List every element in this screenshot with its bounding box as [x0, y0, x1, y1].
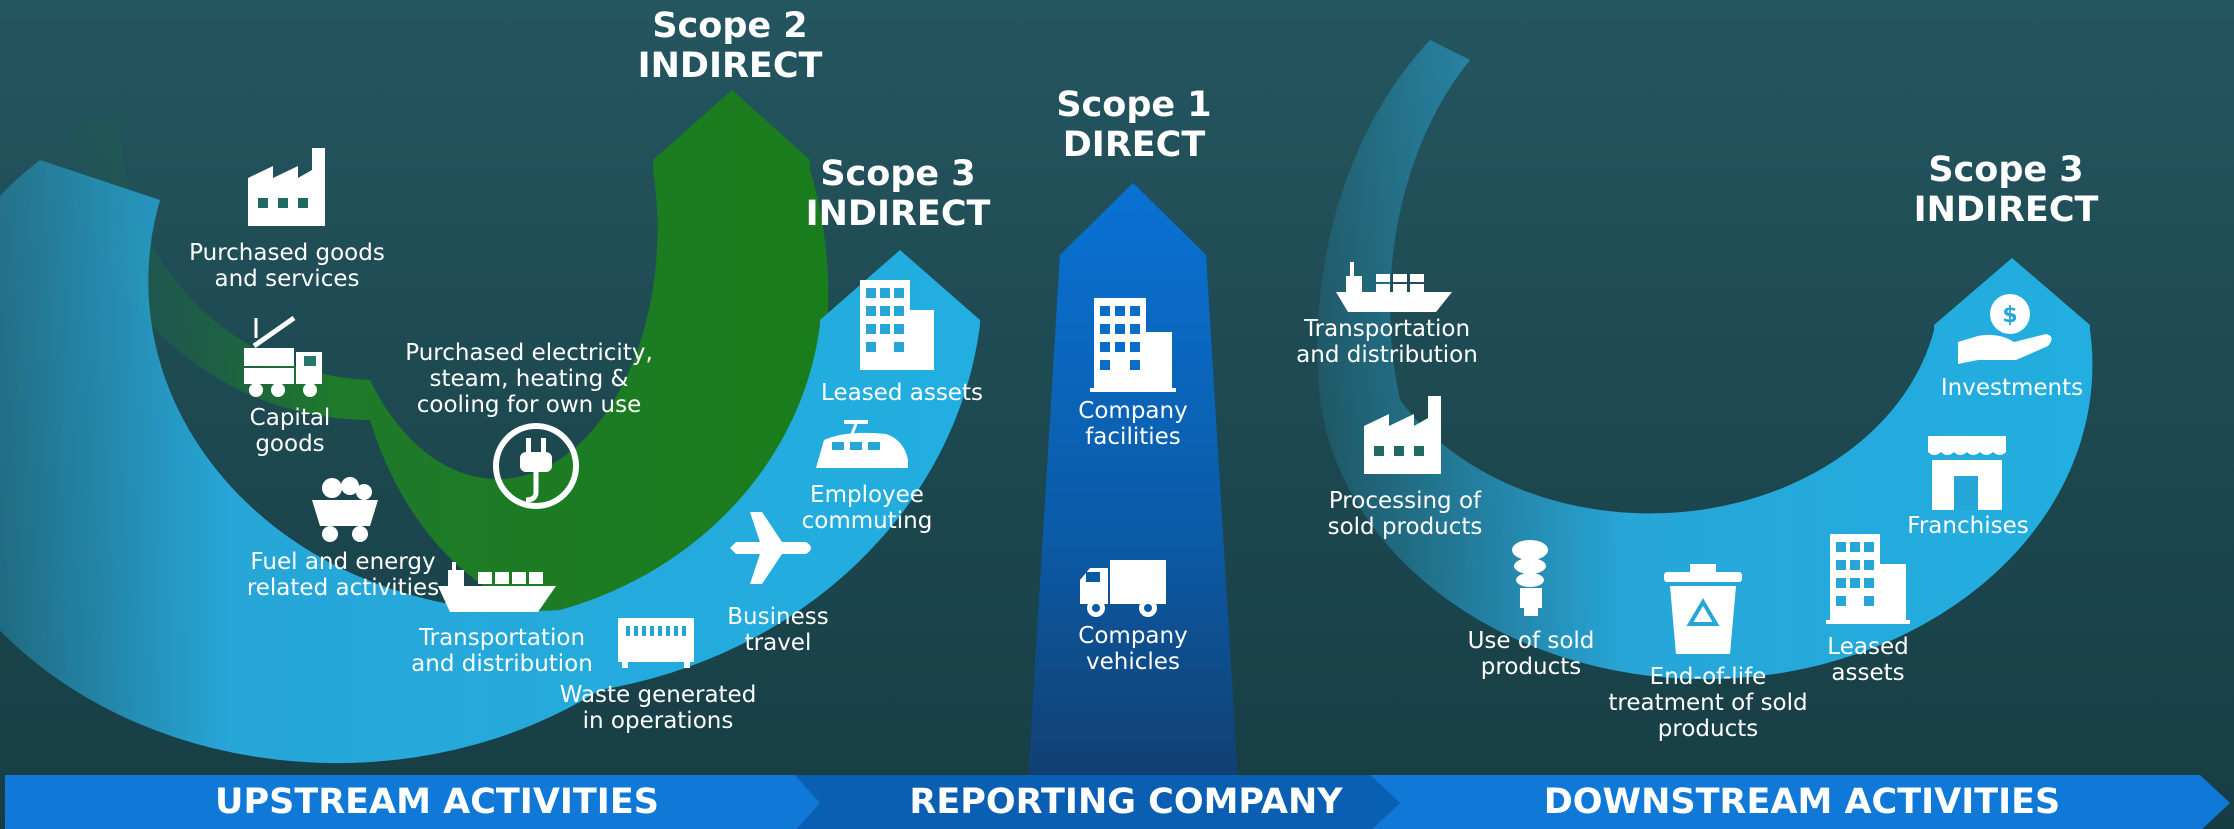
company-vehicles-label: Company vehicles — [1078, 623, 1187, 675]
label-line: travel — [744, 630, 812, 656]
label-line: Franchises — [1907, 513, 2029, 539]
factory-icon-downstream — [1364, 396, 1441, 474]
scope3-upstream-subtitle: INDIRECT — [805, 194, 991, 234]
label-line: vehicles — [1086, 649, 1180, 675]
company-facilities-label: Company facilities — [1078, 398, 1187, 450]
office-building-icon — [860, 280, 934, 370]
label-line: Investments — [1940, 375, 2084, 401]
scope3-downstream-heading: Scope 3 INDIRECT — [1914, 150, 2099, 230]
label-line: Purchased electricity, — [405, 340, 653, 366]
svg-text:$: $ — [2002, 303, 2017, 328]
train-icon — [816, 420, 908, 468]
purchased-electricity-label: Purchased electricity, steam, heating & … — [405, 340, 653, 418]
scope2-heading: Scope 2 INDIRECT — [638, 6, 823, 86]
light-bulb-icon — [1512, 540, 1548, 616]
bar-reporting-bg — [795, 775, 1400, 829]
label-line: sold products — [1327, 514, 1483, 540]
processing-label: Processing of sold products — [1328, 488, 1483, 540]
label-line: in operations — [582, 708, 734, 734]
scope2-title: Scope 2 — [652, 6, 808, 46]
label-line: goods — [255, 431, 325, 457]
scope3-upstream-title: Scope 3 — [820, 154, 976, 194]
business-travel-label: Business travel — [727, 604, 828, 656]
scope3-downstream-arc — [1317, 40, 2093, 680]
reporting-company-label: REPORTING COMPANY — [909, 782, 1343, 822]
employee-commuting-label: Employee commuting — [802, 482, 933, 534]
mine-cart-icon — [312, 477, 378, 542]
label-line: products — [1480, 654, 1582, 680]
label-line: Transportation — [1303, 316, 1471, 342]
label-line: Employee — [810, 482, 924, 508]
label-line: End-of-life — [1649, 664, 1767, 690]
label-line: Company — [1078, 623, 1188, 649]
cargo-ship-icon-downstream — [1336, 262, 1452, 312]
end-of-life-label: End-of-life treatment of sold products — [1608, 664, 1807, 742]
delivery-truck-icon — [1080, 560, 1166, 617]
franchises-label: Franchises — [1907, 513, 2028, 539]
cargo-ship-icon — [438, 562, 556, 612]
airplane-icon — [730, 512, 811, 584]
bar-downstream-bg — [1370, 775, 2230, 829]
label-line: and distribution — [1296, 342, 1478, 368]
crane-truck-icon — [244, 315, 322, 397]
label-line: products — [1657, 716, 1759, 742]
label-line: Leased — [1827, 634, 1909, 660]
scope3-downstream-subtitle: INDIRECT — [1913, 190, 2099, 230]
waste-label: Waste generated in operations — [560, 682, 757, 734]
leased-building-icon — [1826, 534, 1910, 624]
label-line: facilities — [1085, 424, 1181, 450]
company-building-icon — [1090, 298, 1176, 392]
label-line: related activities — [246, 575, 440, 601]
purchased-goods-label: Purchased goods and services — [189, 240, 385, 292]
storefront-icon — [1928, 436, 2006, 510]
investment-hand-coin-icon: $ — [1958, 294, 2052, 364]
scope1-heading: Scope 1 DIRECT — [1056, 85, 1211, 165]
scope1-subtitle: DIRECT — [1062, 125, 1206, 165]
transportation-upstream-label: Transportation and distribution — [411, 625, 593, 677]
scope2-subtitle: INDIRECT — [637, 46, 823, 86]
downstream-activities-label: DOWNSTREAM ACTIVITIES — [1543, 782, 2061, 822]
label-line: and distribution — [411, 651, 593, 677]
label-line: Transportation — [418, 625, 586, 651]
label-line: steam, heating & — [429, 366, 629, 392]
label-line: assets — [1831, 660, 1905, 686]
upstream-activities-label: UPSTREAM ACTIVITIES — [215, 782, 659, 822]
scope2-arc — [70, 90, 829, 620]
label-line: Business — [727, 604, 829, 630]
scope1-title: Scope 1 — [1056, 85, 1212, 125]
label-line: Waste generated — [559, 682, 757, 708]
label-line: treatment of sold — [1608, 690, 1808, 716]
label-line: and services — [214, 266, 360, 292]
label-line: Leased assets — [821, 380, 983, 406]
waste-container-icon — [618, 618, 694, 668]
label-line: Capital — [249, 405, 331, 431]
bar-upstream-bg — [5, 775, 820, 829]
factory-icon — [248, 148, 325, 226]
capital-goods-label: Capital goods — [250, 405, 331, 457]
label-line: Fuel and energy — [250, 549, 436, 575]
leased-assets-upstream-label: Leased assets — [821, 380, 983, 406]
label-line: Use of sold — [1467, 628, 1595, 654]
transportation-downstream-label: Transportation and distribution — [1296, 316, 1478, 368]
use-of-sold-label: Use of sold products — [1468, 628, 1595, 680]
label-line: cooling for own use — [416, 392, 642, 418]
scope3-downstream-title: Scope 3 — [1928, 150, 2084, 190]
recycle-bin-icon — [1664, 564, 1742, 654]
label-line: commuting — [801, 508, 933, 534]
label-line: Processing of — [1328, 488, 1482, 514]
scope3-upstream-heading: Scope 3 INDIRECT — [806, 154, 991, 234]
electric-plug-icon — [493, 423, 579, 509]
scope1-arrow — [1028, 183, 1238, 780]
investments-label: Investments — [1941, 375, 2083, 401]
label-line: Company — [1078, 398, 1188, 424]
label-line: Purchased goods — [189, 240, 385, 266]
scope3-upstream-arc — [0, 160, 980, 764]
fuel-energy-label: Fuel and energy related activities — [247, 549, 439, 601]
leased-assets-downstream-label: Leased assets — [1827, 634, 1908, 686]
